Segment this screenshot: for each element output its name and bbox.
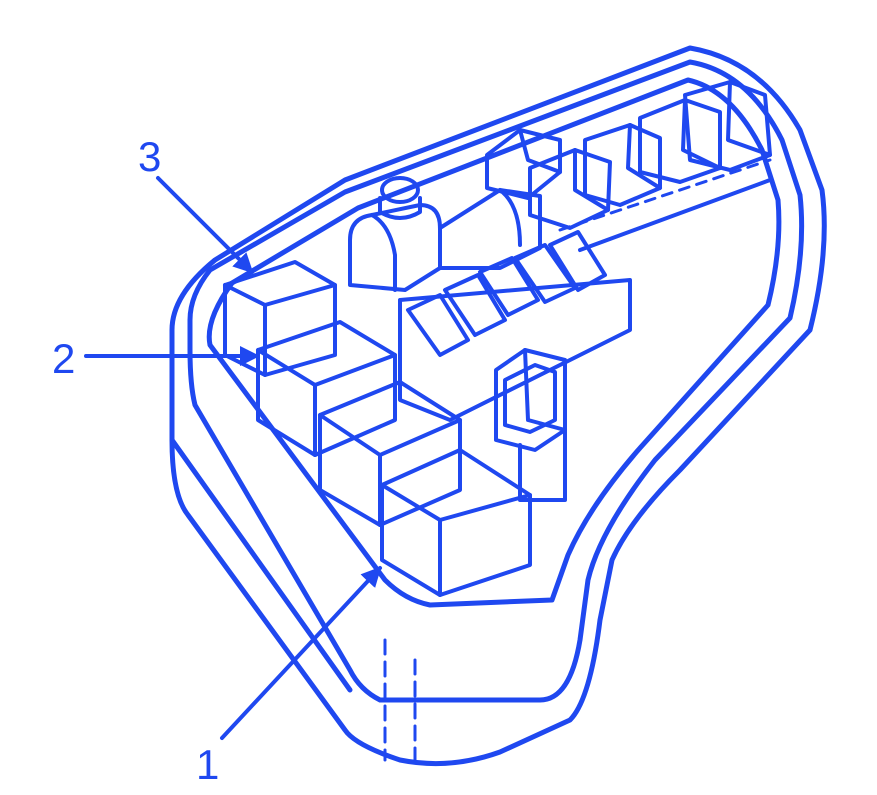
callout-label-2: 2 [52,335,76,382]
relay-1 [380,448,532,597]
housing-inner-lip [206,77,782,608]
housing-side-edge [169,437,353,693]
connector [494,348,567,502]
callout-arrow-1 [220,566,382,740]
relay-3 [223,260,337,377]
callout-label-3: 3 [138,133,162,180]
callout-label-1: 1 [196,741,220,788]
relay-2 [256,320,397,457]
housing-outer [169,45,827,767]
callout-arrow-3 [156,176,254,274]
top-fuse-row [485,80,772,252]
housing-rim [187,59,805,703]
blade-fuses [398,230,632,422]
relay-middle [318,380,462,527]
